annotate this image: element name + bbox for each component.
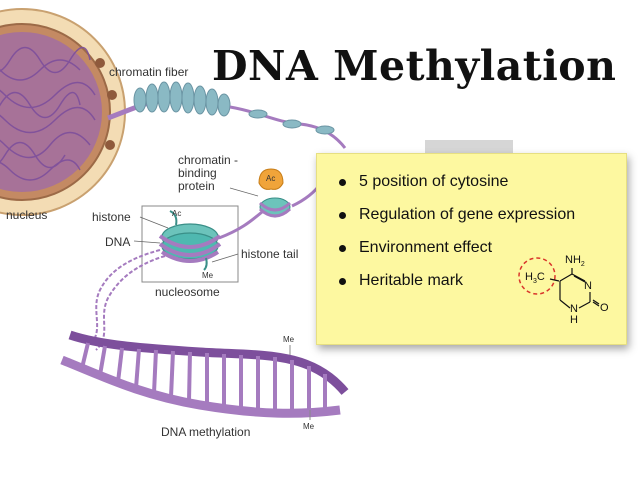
- bullet-item: Heritable mark: [339, 270, 575, 303]
- svg-text:Me: Me: [202, 271, 214, 280]
- label-nucleosome: nucleosome: [155, 285, 220, 299]
- label-dna: DNA: [105, 235, 130, 249]
- label-chromatin-binding-2: binding: [178, 166, 217, 180]
- page-title: DNA Methylation: [212, 42, 617, 90]
- svg-text:Ac: Ac: [266, 174, 275, 183]
- bullet-item: Regulation of gene expression: [339, 204, 575, 237]
- svg-text:O: O: [600, 302, 609, 314]
- leader-lines: [133, 187, 259, 263]
- chromatin-fiber: [107, 81, 347, 149]
- nucleus-cell: [0, 8, 126, 216]
- sticky-note: 5 position of cytosine Regulation of gen…: [316, 153, 627, 345]
- methylcytosine-structure: NH2 H3C N N H O: [518, 254, 609, 326]
- svg-text:NH2: NH2: [565, 254, 585, 268]
- svg-text:N: N: [570, 303, 578, 315]
- label-chromatin-fiber: chromatin fiber: [109, 65, 188, 79]
- nucleosome-box: [141, 205, 239, 283]
- small-nucleosome: [258, 181, 324, 218]
- label-chromatin-binding-1: chromatin -: [178, 153, 238, 167]
- label-histone-tail: histone tail: [241, 247, 298, 261]
- svg-text:Ac: Ac: [172, 209, 181, 218]
- label-histone: histone: [92, 210, 131, 224]
- label-chromatin-binding-3: protein: [178, 179, 215, 193]
- nucleosome: Ac Me: [158, 209, 263, 280]
- bullet-item: 5 position of cytosine: [339, 171, 575, 204]
- label-nucleus: nucleus: [6, 208, 47, 222]
- dna-strand: [89, 249, 166, 351]
- bullet-item: Environment effect: [339, 237, 575, 270]
- methyl-highlight-circle: [518, 257, 556, 295]
- dna-double-helix: [60, 330, 349, 420]
- label-dna-methylation: DNA methylation: [161, 425, 250, 439]
- bullet-list: 5 position of cytosine Regulation of gen…: [339, 171, 575, 303]
- label-me-bottom: Me: [303, 422, 315, 431]
- svg-text:N: N: [584, 280, 592, 292]
- chromatin-binding-protein: Ac: [258, 168, 284, 190]
- svg-text:H3C: H3C: [525, 271, 545, 285]
- svg-text:H: H: [570, 314, 578, 326]
- label-me-top: Me: [283, 335, 295, 344]
